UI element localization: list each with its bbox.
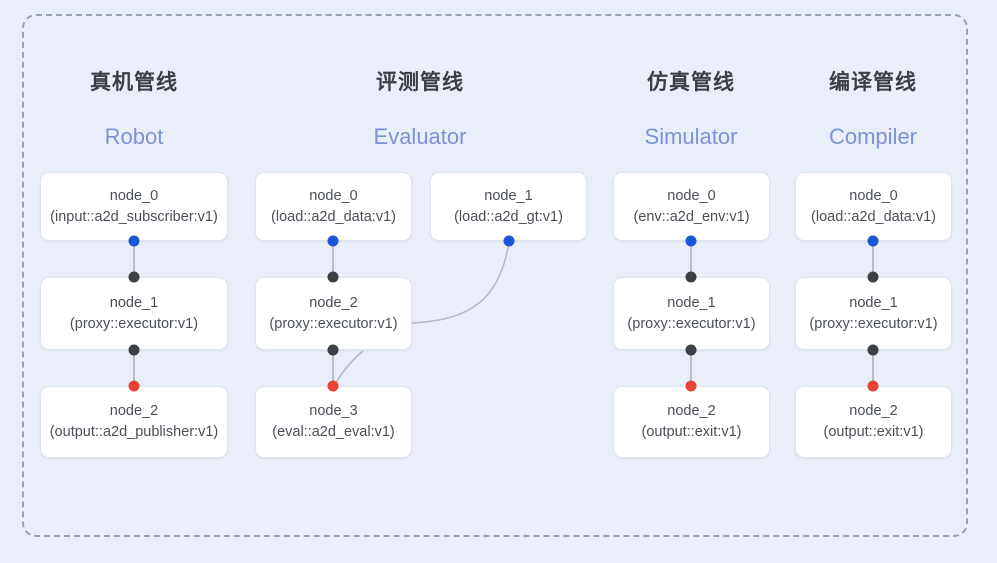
node-box-simulator-node_1[interactable]: node_1 (proxy::executor:v1) xyxy=(613,277,770,350)
node-box-robot-node_1[interactable]: node_1 (proxy::executor:v1) xyxy=(40,277,228,350)
node-label: node_0 xyxy=(309,187,358,204)
port-input-dot-evaluator-node_2[interactable] xyxy=(327,271,339,283)
port-input-dot-robot-node_1[interactable] xyxy=(128,271,140,283)
node-label: node_1 xyxy=(849,294,898,311)
column-title-en-simulator: Simulator xyxy=(644,124,738,149)
column-title-cn-compiler: 编译管线 xyxy=(829,71,917,94)
node-spec: (proxy::executor:v1) xyxy=(69,315,199,332)
port-output-dot-simulator-node_0[interactable] xyxy=(685,235,697,247)
node-label: node_0 xyxy=(849,187,898,204)
column-title-cn-robot: 真机管线 xyxy=(90,71,178,94)
node-spec: (proxy::executor:v1) xyxy=(809,315,938,332)
edge-robot-1-2 xyxy=(133,350,135,386)
node-box-simulator-node_2[interactable]: node_2 (output::exit:v1) xyxy=(613,386,770,458)
node-label: node_2 xyxy=(109,403,159,420)
node-label: node_3 xyxy=(309,403,358,420)
port-input-dot-evaluator-node_3[interactable] xyxy=(327,380,339,392)
node-box-evaluator-node_1[interactable]: node_1 (load::a2d_gt:v1) xyxy=(430,172,587,241)
node-label: node_2 xyxy=(667,403,716,420)
node-label: node_2 xyxy=(309,294,358,311)
port-output-dot-compiler-node_1[interactable] xyxy=(867,344,879,356)
edge-simulator-1-2 xyxy=(690,350,692,386)
node-spec: (proxy::executor:v1) xyxy=(269,315,398,332)
port-output-dot-evaluator-node_1[interactable] xyxy=(503,235,515,247)
edge-compiler-0-1 xyxy=(872,241,874,277)
edge-evaluator-0-2 xyxy=(332,241,334,277)
node-box-evaluator-node_0[interactable]: node_0 (load::a2d_data:v1) xyxy=(255,172,412,241)
port-output-dot-evaluator-node_0[interactable] xyxy=(327,235,339,247)
node-spec: (eval::a2d_eval:v1) xyxy=(272,424,395,440)
port-input-dot-robot-node_2[interactable] xyxy=(128,380,140,392)
edge-evaluator-2-3 xyxy=(332,350,334,386)
node-box-robot-node_0[interactable]: node_0 (input::a2d_subscriber:v1) xyxy=(40,172,228,241)
curved-edge-gt-to-executor xyxy=(411,241,510,324)
edge-simulator-0-1 xyxy=(690,241,692,277)
port-input-dot-simulator-node_1[interactable] xyxy=(685,271,697,283)
node-spec: (load::a2d_data:v1) xyxy=(811,208,936,225)
edge-robot-0-1 xyxy=(133,241,135,277)
node-box-compiler-node_2[interactable]: node_2 (output::exit:v1) xyxy=(795,386,952,458)
port-output-dot-evaluator-node_2[interactable] xyxy=(327,344,339,356)
column-title-en-evaluator: Evaluator xyxy=(373,124,467,149)
node-spec: (output::a2d_publisher:v1) xyxy=(49,424,219,440)
column-title-en-compiler: Compiler xyxy=(828,124,918,149)
port-input-dot-compiler-node_1[interactable] xyxy=(867,271,879,283)
node-spec: (proxy::executor:v1) xyxy=(627,315,756,332)
curved-edge-executor-to-eval xyxy=(333,350,364,387)
column-title-en-robot: Robot xyxy=(104,124,164,149)
node-label: node_2 xyxy=(849,403,898,420)
node-box-robot-node_2[interactable]: node_2 (output::a2d_publisher:v1) xyxy=(40,386,228,458)
port-output-dot-simulator-node_1[interactable] xyxy=(685,344,697,356)
node-box-simulator-node_0[interactable]: node_0 (env::a2d_env:v1) xyxy=(613,172,770,241)
node-spec: (env::a2d_env:v1) xyxy=(633,208,750,225)
node-spec: (input::a2d_subscriber:v1) xyxy=(50,208,218,225)
node-label: node_1 xyxy=(109,294,159,311)
node-box-compiler-node_1[interactable]: node_1 (proxy::executor:v1) xyxy=(795,277,952,350)
port-output-dot-robot-node_1[interactable] xyxy=(128,344,140,356)
node-box-evaluator-node_2[interactable]: node_2 (proxy::executor:v1) xyxy=(255,277,412,350)
node-label: node_0 xyxy=(667,187,716,204)
node-spec: (load::a2d_gt:v1) xyxy=(454,208,563,225)
port-input-dot-simulator-node_2[interactable] xyxy=(685,380,697,392)
port-output-dot-robot-node_0[interactable] xyxy=(128,235,140,247)
node-spec: (output::exit:v1) xyxy=(641,424,742,440)
node-label: node_0 xyxy=(109,187,159,204)
column-title-cn-evaluator: 评测管线 xyxy=(376,71,464,94)
port-input-dot-compiler-node_2[interactable] xyxy=(867,380,879,392)
node-spec: (load::a2d_data:v1) xyxy=(271,208,396,225)
port-output-dot-compiler-node_0[interactable] xyxy=(867,235,879,247)
node-box-evaluator-node_3[interactable]: node_3 (eval::a2d_eval:v1) xyxy=(255,386,412,458)
column-title-cn-simulator: 仿真管线 xyxy=(647,71,735,94)
node-label: node_1 xyxy=(667,294,716,311)
edge-compiler-1-2 xyxy=(872,350,874,386)
node-label: node_1 xyxy=(484,187,533,204)
node-spec: (output::exit:v1) xyxy=(823,424,924,440)
node-box-compiler-node_0[interactable]: node_0 (load::a2d_data:v1) xyxy=(795,172,952,241)
